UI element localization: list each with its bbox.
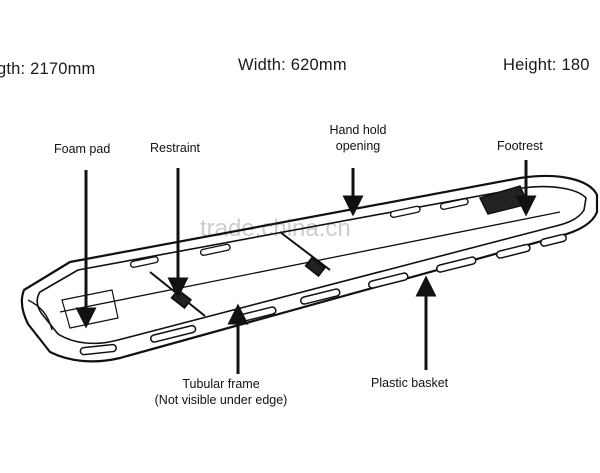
- hand-hold-label-line2: opening: [335, 139, 381, 153]
- hand-hold-label: Hand hold opening: [323, 122, 393, 154]
- restraint-label: Restraint: [150, 141, 201, 155]
- footrest: [478, 185, 530, 215]
- hand-hold-label-line1: Hand hold: [329, 123, 387, 137]
- foam-pad-label: Foam pad: [54, 142, 111, 156]
- plastic-basket-label: Plastic basket: [371, 376, 449, 390]
- hand-hold-slots: [79, 233, 567, 356]
- tubular-frame-label: Tubular frame (Not visible under edge): [143, 376, 299, 408]
- watermark: trade.china.cn: [200, 215, 351, 242]
- tubular-frame-label-line1: Tubular frame: [182, 377, 260, 391]
- width-spec: Width: 620mm: [238, 56, 347, 74]
- footrest-label: Footrest: [497, 139, 543, 153]
- height-spec: Height: 180: [503, 56, 590, 74]
- callout-arrows: [75, 160, 537, 374]
- far-side-slots: [129, 198, 469, 268]
- tubular-frame-label-line2: (Not visible under edge): [154, 393, 288, 407]
- foam-pad: [61, 289, 119, 329]
- length-spec: gth: 2170mm: [0, 60, 96, 78]
